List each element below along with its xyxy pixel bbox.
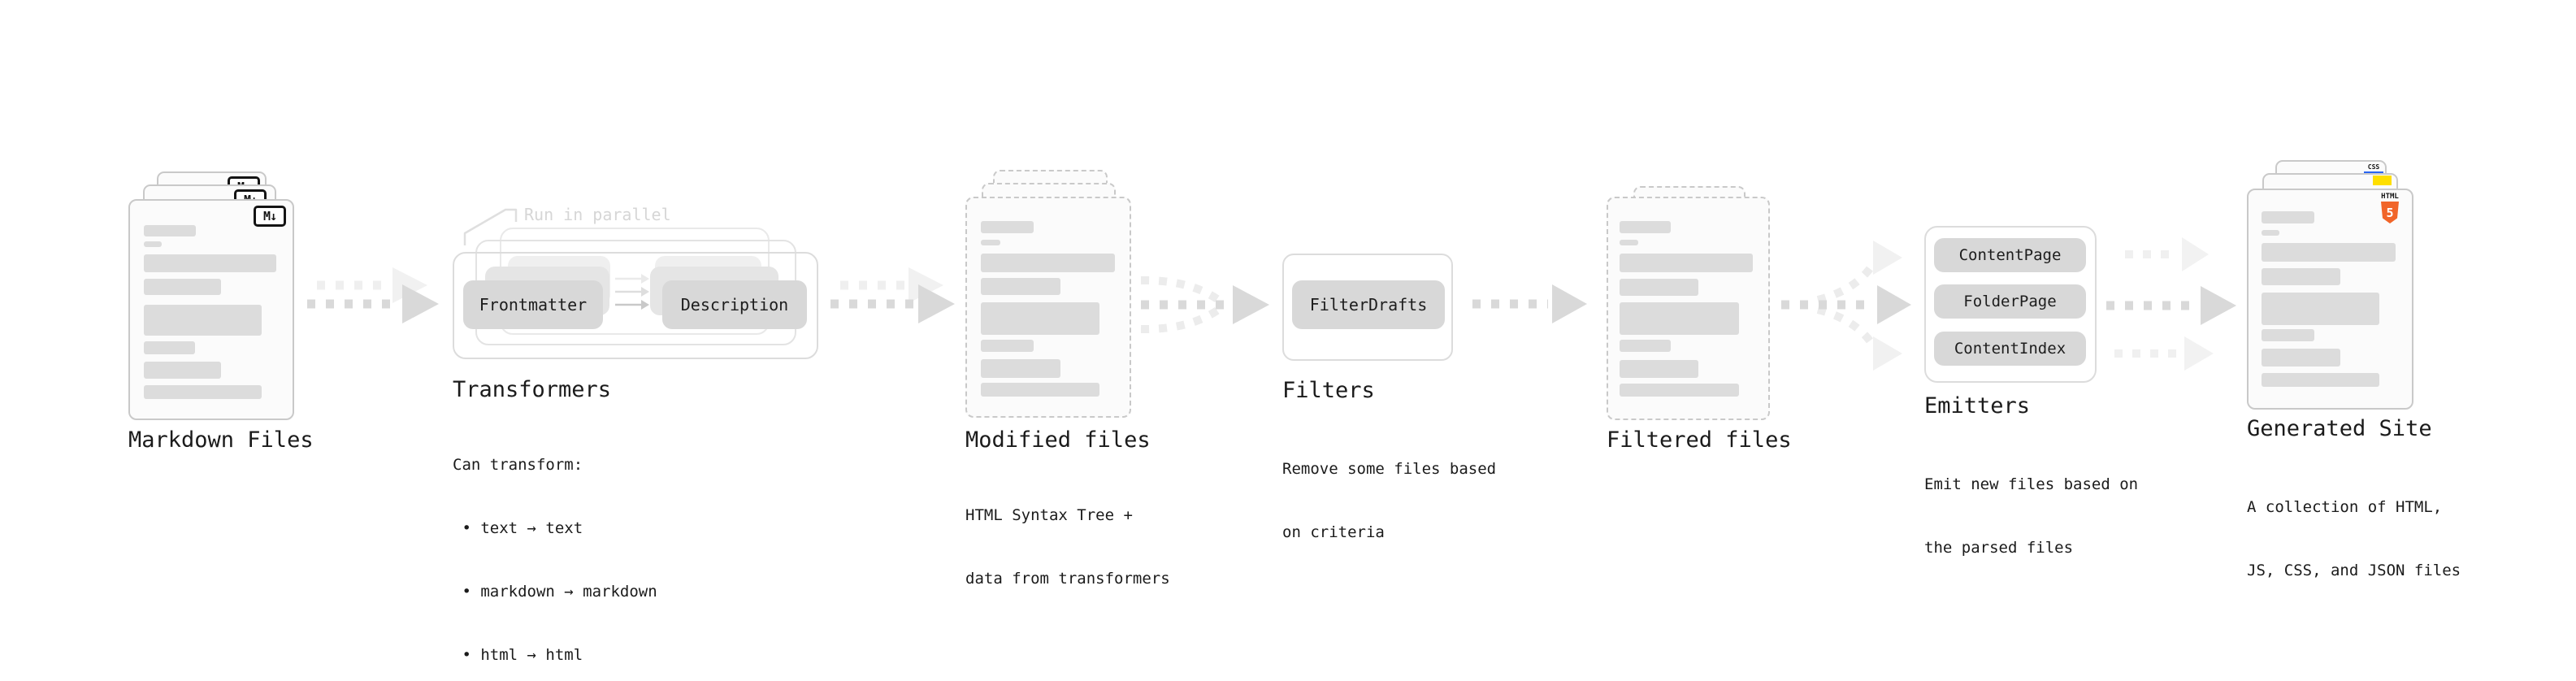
text-bar xyxy=(1620,279,1698,296)
transformer-description: Description xyxy=(662,280,807,329)
arrow-modified-to-filters xyxy=(1140,275,1269,334)
note-line: • html → html xyxy=(453,646,583,664)
text-bar xyxy=(981,254,1115,272)
stage-title: Emitters xyxy=(1924,393,2031,419)
text-bar xyxy=(1620,221,1671,233)
stage-notes: HTML Syntax Tree + data from transformer… xyxy=(965,462,1170,631)
html5-icon: 5 xyxy=(2381,202,2399,223)
run-in-parallel-leader-line xyxy=(463,208,518,245)
text-bar xyxy=(1620,384,1739,397)
text-bar xyxy=(144,254,276,272)
note-line: on criteria xyxy=(1282,523,1385,541)
arrow-filters-to-filtered xyxy=(1472,284,1587,323)
text-bar xyxy=(144,385,262,399)
text-bar xyxy=(144,305,262,336)
text-bar xyxy=(2262,243,2396,262)
text-bar xyxy=(1620,302,1739,335)
text-bar xyxy=(144,341,195,354)
text-bar xyxy=(144,279,221,295)
text-bar xyxy=(2262,293,2379,325)
stage-title: Markdown Files xyxy=(128,427,314,453)
text-bar xyxy=(981,340,1034,352)
arrow-filtered-to-emitters xyxy=(1781,241,1911,371)
note-line: • markdown → markdown xyxy=(453,583,657,601)
text-bar xyxy=(981,302,1099,335)
text-bar xyxy=(144,362,221,379)
text-bar xyxy=(981,383,1099,397)
filter-filterdrafts: FilterDrafts xyxy=(1292,280,1445,329)
stage-title: Generated Site xyxy=(2247,416,2432,441)
note-line: JS, CSS, and JSON files xyxy=(2247,562,2461,579)
text-bar xyxy=(981,240,1000,245)
text-bar xyxy=(981,278,1060,295)
emitter-folderpage: FolderPage xyxy=(1934,284,2086,319)
text-bar xyxy=(981,221,1034,233)
text-bar xyxy=(2262,329,2314,341)
note-line: HTML Syntax Tree + xyxy=(965,506,1133,524)
arrow-markdown-to-transformers xyxy=(307,267,439,323)
filters-frame xyxy=(1282,254,1453,361)
stage-notes: A collection of HTML, JS, CSS, and JSON … xyxy=(2247,454,2461,623)
text-bar xyxy=(144,241,162,247)
transformer-inner-arrows xyxy=(615,274,649,310)
run-in-parallel-label: Run in parallel xyxy=(524,205,671,224)
css-icon: CSS xyxy=(2367,163,2380,171)
text-bar xyxy=(2262,268,2340,285)
stage-notes: Can transform: • text → text • markdown … xyxy=(453,412,657,681)
text-bar xyxy=(1620,360,1698,378)
stage-notes: Emit new files based on the parsed files xyxy=(1924,432,2138,601)
text-bar xyxy=(1620,240,1638,245)
stage-title: Modified files xyxy=(965,427,1151,453)
text-bar xyxy=(1620,340,1671,352)
arrow-emitters-to-generated xyxy=(2106,237,2236,371)
text-bar xyxy=(144,225,196,236)
text-bar xyxy=(2262,230,2279,236)
note-line: Can transform: xyxy=(453,456,583,474)
text-bar xyxy=(2262,373,2379,387)
emitters-frame xyxy=(1924,226,2097,383)
note-line: A collection of HTML, xyxy=(2247,498,2443,516)
js-icon xyxy=(2373,176,2392,185)
note-line: data from transformers xyxy=(965,570,1170,588)
note-line: Emit new files based on xyxy=(1924,475,2139,493)
css-icon-underline xyxy=(2364,171,2383,174)
text-bar xyxy=(1620,254,1753,272)
text-bar xyxy=(2262,349,2340,367)
transformer-frame xyxy=(453,252,818,359)
stage-title: Filters xyxy=(1282,378,1375,403)
html5-icon-number: 5 xyxy=(2386,205,2394,220)
html5-icon-label: HTML xyxy=(2381,193,2399,201)
emitter-contentpage: ContentPage xyxy=(1934,238,2086,272)
note-line: the parsed files xyxy=(1924,539,2074,557)
stage-title: Transformers xyxy=(453,377,612,402)
text-bar xyxy=(2262,211,2314,223)
emitter-contentindex: ContentIndex xyxy=(1934,332,2086,366)
note-line: • text → text xyxy=(453,519,583,537)
transformer-frontmatter: Frontmatter xyxy=(463,280,603,329)
text-bar xyxy=(981,359,1060,378)
note-line: Remove some files based xyxy=(1282,460,1497,478)
markdown-icon: M↓ xyxy=(254,206,286,227)
stage-title: Filtered files xyxy=(1607,427,1792,453)
arrow-transformers-to-modified xyxy=(830,267,955,323)
stage-notes: Remove some files based on criteria xyxy=(1282,416,1496,585)
